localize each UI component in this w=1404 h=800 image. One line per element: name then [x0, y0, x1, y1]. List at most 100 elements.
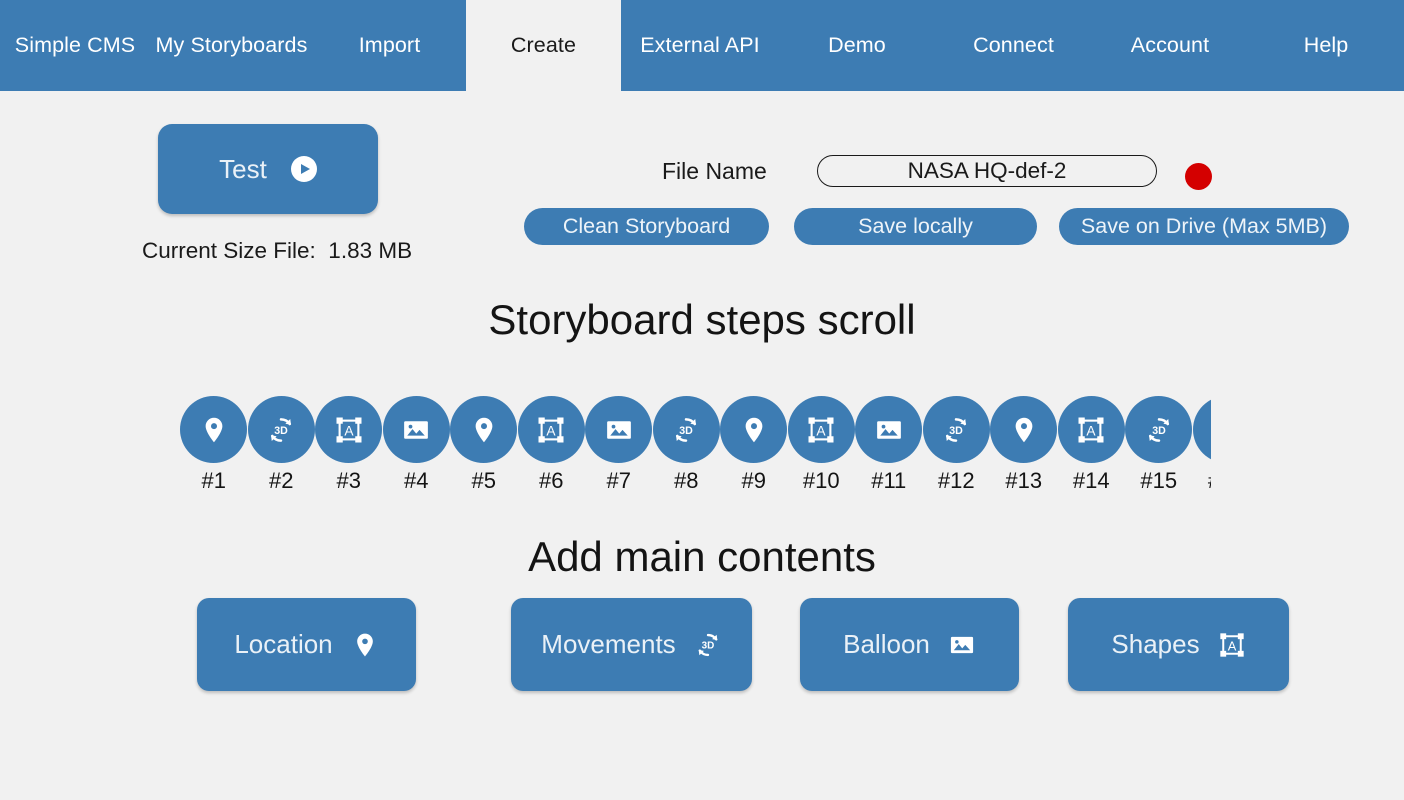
svg-text:3D: 3D [274, 424, 288, 436]
nav-item-create[interactable]: Create [466, 0, 621, 91]
storyboard-step-4[interactable]: #4 [382, 396, 451, 494]
image-icon [585, 396, 653, 463]
add-main-contents-heading: Add main contents [528, 533, 876, 580]
storyboard-step-11[interactable]: #11 [855, 396, 923, 494]
storyboard-steps-heading: Storyboard steps scroll [488, 296, 916, 343]
storyboard-step-label: #5 [471, 468, 496, 493]
svg-text:3D: 3D [701, 640, 714, 651]
storyboard-step-13[interactable]: #13 [990, 396, 1058, 494]
rotate-3d-icon: 3D [652, 396, 720, 463]
svg-text:A: A [1227, 638, 1236, 653]
nav-item-label: Demo [828, 33, 886, 57]
location-pin-icon [990, 396, 1058, 463]
storyboard-step-12[interactable]: 3D #12 [922, 396, 991, 494]
storyboard-step-label: #16 [1208, 468, 1211, 494]
nav-item-label: Import [358, 33, 421, 57]
nav-item-label: Help [1303, 33, 1349, 57]
save-locally-button[interactable]: Save locally [794, 208, 1037, 245]
location-pin-icon [720, 396, 788, 463]
nav-item-label: Connect [973, 33, 1054, 57]
nav-item-label: My Storyboards [155, 33, 308, 57]
storyboard-step-16[interactable]: #16 [1192, 396, 1211, 494]
shapes-icon: A [1057, 396, 1125, 463]
clean-storyboard-button[interactable]: Clean Storyboard [524, 208, 769, 245]
storyboard-step-3[interactable]: A #3 [315, 396, 383, 494]
storyboard-step-label: #12 [937, 468, 975, 493]
play-icon [290, 156, 317, 182]
storyboard-step-2[interactable]: 3D #2 [247, 396, 316, 494]
storyboard-step-label: #3 [336, 468, 361, 493]
image-icon [855, 396, 923, 463]
add-location-button[interactable]: Location [197, 598, 416, 691]
storyboard-step-label: #11 [871, 468, 907, 493]
storyboard-step-15[interactable]: 3D #15 [1125, 396, 1193, 494]
add-balloon-button[interactable]: Balloon [800, 598, 1019, 691]
content-button-label: Shapes [1111, 629, 1200, 659]
content-button-label: Location [234, 629, 333, 659]
storyboard-step-1[interactable]: #1 [180, 396, 248, 494]
top-navigation-bar: Simple CMS My Storyboards Import Create Exte… [0, 0, 1404, 91]
add-movements-button[interactable]: Movements 3D [511, 598, 752, 691]
storyboard-step-label: #7 [606, 468, 631, 493]
storyboard-step-7[interactable]: #7 [585, 396, 653, 494]
nav-item-import[interactable]: Import [313, 0, 466, 91]
storyboard-step-label: #10 [802, 468, 840, 493]
location-pin-icon [450, 396, 518, 463]
svg-text:3D: 3D [1152, 424, 1166, 436]
storyboard-step-label: #14 [1072, 468, 1110, 493]
nav-item-demo[interactable]: Demo [779, 0, 935, 91]
nav-item-my-storyboards[interactable]: My Storyboards [150, 0, 313, 91]
nav-item-label: Account [1130, 33, 1210, 57]
add-shapes-button[interactable]: Shapes A [1068, 598, 1289, 691]
nav-item-connect[interactable]: Connect [935, 0, 1092, 91]
storyboard-step-9[interactable]: #9 [720, 396, 788, 494]
nav-item-label: Simple CMS [14, 33, 136, 57]
nav-item-simple-cms[interactable]: Simple CMS [0, 0, 150, 91]
nav-item-label: Create [510, 33, 577, 57]
test-button[interactable]: Test [158, 124, 378, 214]
shapes-icon: A [787, 396, 855, 463]
rotate-3d-icon: 3D [1125, 396, 1193, 463]
image-icon [948, 631, 976, 659]
save-locally-label: Save locally [858, 214, 973, 238]
nav-item-account[interactable]: Account [1092, 0, 1248, 91]
shapes-icon: A [517, 396, 585, 463]
location-pin-icon [180, 396, 248, 463]
storyboard-step-label: #9 [741, 468, 766, 493]
svg-text:A: A [817, 423, 827, 438]
content-button-label: Balloon [843, 629, 930, 659]
location-pin-icon [351, 631, 379, 659]
storyboard-step-label: #2 [269, 468, 294, 493]
storyboard-step-label: #4 [404, 468, 429, 493]
image-icon [382, 396, 450, 463]
test-button-label: Test [219, 153, 267, 184]
svg-text:A: A [1087, 423, 1097, 438]
record-indicator-dot [1185, 163, 1212, 190]
storyboard-step-8[interactable]: 3D#8 [652, 396, 721, 494]
content-button-label: Movements [541, 629, 676, 659]
storyboard-step-label: #6 [539, 468, 564, 493]
svg-text:A: A [547, 423, 557, 438]
storyboard-step-14[interactable]: A #14 [1057, 396, 1126, 494]
save-on-drive-label: Save on Drive (Max 5MB) [1080, 214, 1328, 238]
rotate-3d-icon: 3D [922, 396, 990, 463]
svg-text:A: A [344, 423, 354, 438]
storyboard-step-5[interactable]: #5 [450, 396, 518, 494]
storyboard-step-label: #15 [1140, 468, 1178, 493]
file-name-input[interactable] [817, 155, 1157, 187]
rotate-3d-icon: 3D [694, 631, 722, 659]
svg-text:3D: 3D [949, 424, 963, 436]
current-size-file-text: Current Size File: 1.83 MB [142, 238, 413, 263]
nav-item-label: External API [640, 33, 760, 57]
storyboard-step-6[interactable]: A #6 [517, 396, 586, 494]
nav-item-external-api[interactable]: External API [621, 0, 779, 91]
nav-item-help[interactable]: Help [1248, 0, 1404, 91]
svg-text:3D: 3D [679, 424, 693, 436]
shapes-icon: A [315, 396, 383, 463]
storyboard-step-10[interactable]: A #10 [787, 396, 856, 494]
location-pin-icon [1192, 396, 1211, 463]
shapes-icon: A [1218, 631, 1246, 659]
save-on-drive-button[interactable]: Save on Drive (Max 5MB) [1059, 208, 1349, 245]
clean-storyboard-label: Clean Storyboard [562, 214, 731, 238]
